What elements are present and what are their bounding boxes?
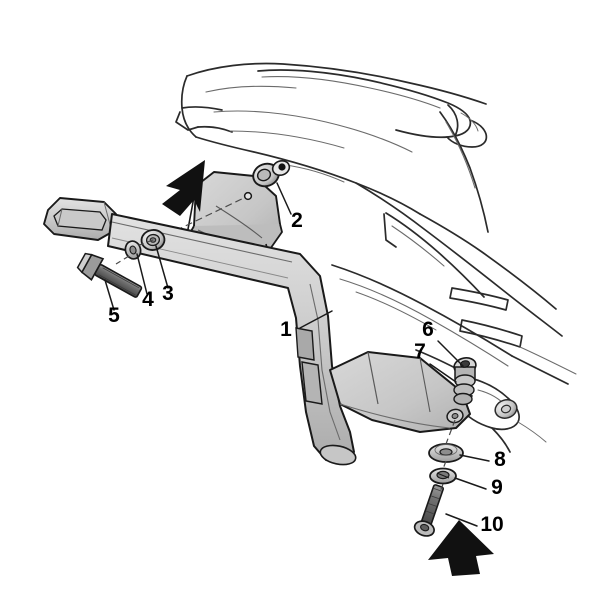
stepped-spacer-sleeve-part	[453, 357, 477, 406]
axis-arm-to-washer8	[445, 419, 456, 445]
fairing-tip-2	[519, 346, 577, 375]
tube-clamp-upper	[295, 327, 315, 361]
lower-arm-crease-2	[419, 357, 431, 413]
vent-upper-hl	[391, 225, 445, 267]
tube-bend-highlight	[309, 283, 341, 441]
socket-bolt-threads	[425, 488, 442, 515]
tail-tab-top	[181, 106, 223, 111]
leader-4	[136, 253, 148, 295]
axis-washer9-to-bolt10	[439, 483, 444, 493]
bracket-arm-4	[517, 421, 547, 443]
tube-clamp-lower	[301, 361, 323, 405]
tube-end-cap-line	[57, 208, 63, 227]
leader-3	[155, 245, 169, 289]
leader-7	[429, 363, 457, 383]
hex-bolt-part	[76, 252, 143, 298]
callout-label-3: 3	[162, 282, 174, 305]
leader-2	[276, 182, 292, 215]
lower-fairing-edge-3	[355, 291, 437, 331]
lower-arm-crease-1	[367, 351, 379, 405]
upper-pivot-bushing-part	[252, 160, 291, 188]
lower-fairing-edge-1	[331, 264, 513, 357]
tail-panel-line-1	[205, 85, 297, 93]
upper-plate-crease-1	[215, 205, 263, 239]
lower-fairing-edge-2	[339, 278, 509, 367]
callout-leader-lines	[104, 182, 490, 527]
leader-9	[454, 477, 487, 490]
leader-6	[437, 340, 464, 367]
axis-collar-to-washer4	[136, 239, 154, 247]
lower-arm-hole	[451, 413, 459, 419]
assembly-direction-arrow-lower	[428, 520, 494, 576]
bracket-arm-3	[491, 427, 511, 453]
washer-large-ring	[434, 444, 458, 456]
side-fairing-spine-hl	[445, 121, 476, 189]
callout-label-8: 8	[494, 448, 506, 471]
tail-panel-line-2	[213, 110, 413, 153]
side-fairing-top	[419, 213, 557, 310]
side-fairing-spine	[439, 111, 489, 233]
washer-lock-part	[429, 467, 457, 485]
assembly-axis-lines	[115, 239, 456, 493]
lower-bracket-arm-part	[329, 351, 471, 433]
lower-arm-face	[329, 351, 471, 433]
callout-label-1: 1	[280, 318, 292, 341]
bushing-inner	[256, 168, 272, 182]
socket-head-bolt-part	[413, 484, 444, 537]
axis-washer4-to-bolt5	[115, 255, 130, 265]
carrier-tube-main-part	[43, 197, 357, 466]
fairing-slot-upper	[449, 287, 509, 311]
socket-bolt-hex-recess	[420, 523, 430, 532]
hex-bolt-head-face	[76, 252, 93, 274]
washer-large-hole	[439, 448, 453, 456]
callout-label-9: 9	[491, 476, 503, 499]
leader-5	[104, 279, 115, 311]
hex-bolt-threads	[98, 267, 140, 296]
upper-strut-hl	[285, 164, 345, 183]
leader-1	[299, 310, 333, 329]
leader-10	[445, 513, 478, 527]
fairing-tip-1	[511, 355, 569, 385]
sleeve-rib-3	[453, 392, 473, 406]
vent-notch	[383, 213, 397, 248]
lower-arm-crease-3	[339, 403, 451, 429]
tail-tab-edge	[197, 125, 233, 133]
tail-lower-edge-left	[195, 136, 421, 215]
bushing-bolt-head	[278, 163, 286, 171]
tube-foot-pad	[319, 444, 357, 466]
tail-tab-left	[175, 111, 199, 131]
seat-pad-crease	[261, 76, 441, 109]
upper-plate-rivet	[243, 191, 253, 201]
washer-large-part	[428, 443, 464, 463]
assembly-direction-arrows	[162, 160, 494, 576]
motorcycle-bodywork	[175, 62, 577, 453]
seat-end-cap-left	[447, 104, 459, 137]
callout-label-2: 2	[291, 209, 303, 232]
axis-washer8-to-washer9	[442, 460, 447, 470]
side-fairing-mid	[355, 182, 563, 337]
peg-bracket-bolt-hole	[500, 404, 512, 414]
leader-8	[459, 454, 490, 462]
callout-label-7: 7	[414, 340, 426, 363]
callout-label-4: 4	[142, 288, 154, 311]
tail-panel-line-3	[229, 130, 345, 149]
assembly-direction-arrow-upper	[162, 160, 205, 216]
vent-upper	[385, 212, 485, 298]
callout-label-6: 6	[422, 318, 434, 341]
washer-lock-split	[436, 472, 450, 479]
callout-labels: 1 2 3 4 5 6 7 8 9 10	[108, 209, 506, 536]
callout-label-5: 5	[108, 304, 120, 327]
tail-top-edge	[186, 62, 487, 105]
washer-small-hole	[129, 245, 137, 255]
tube-rail-highlight	[111, 221, 293, 263]
seat-end-detail	[460, 112, 479, 132]
callout-label-10: 10	[480, 513, 503, 536]
tube-end-cap-inner	[53, 208, 107, 231]
